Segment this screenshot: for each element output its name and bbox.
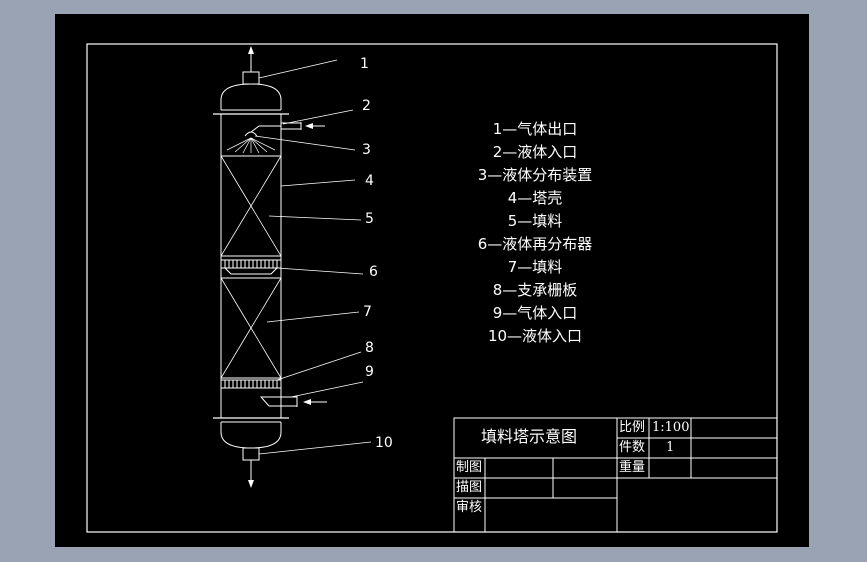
liquid-inlet-arrow <box>305 123 313 129</box>
weight-label: 重量 <box>619 460 646 475</box>
legend-item: 10—液体入口 <box>487 327 583 345</box>
spray-lines <box>226 137 276 154</box>
tower-drawing <box>86 43 778 533</box>
part-number-label: 3 <box>362 142 371 158</box>
packing-bed-lower <box>220 277 282 379</box>
liquid-outlet-nozzle <box>242 447 260 461</box>
legend-item: 1—气体出口 <box>492 120 578 138</box>
quantity-value: 1 <box>666 440 675 455</box>
drawing-title: 填料塔示意图 <box>481 427 578 446</box>
part-number-label: 7 <box>363 304 372 320</box>
top-head <box>220 83 282 110</box>
gas-inlet-arrow <box>303 399 311 405</box>
drawn-by-label: 制图 <box>456 460 483 475</box>
part-number-label: 9 <box>365 364 374 380</box>
part-number-label: 2 <box>362 98 371 114</box>
part-number-label: 6 <box>369 264 378 280</box>
legend-item: 6—液体再分布器 <box>477 235 593 253</box>
legend-item: 8—支承栅板 <box>492 281 578 299</box>
bottom-head <box>220 422 282 449</box>
legend-item: 7—填料 <box>507 258 563 276</box>
part-number-label: 10 <box>375 435 393 451</box>
packing-bed-upper <box>220 155 282 257</box>
checked-by-label: 审核 <box>456 500 483 515</box>
drawing-sheet: 1 2 3 4 5 6 7 8 9 10 1—气体出口 2—液体入口 3—液体分布装置 4—塔壳 5—填料… <box>55 14 809 547</box>
leader-lines <box>254 59 372 455</box>
legend-item: 5—填料 <box>507 212 563 230</box>
gas-inlet-pipe <box>259 396 281 407</box>
inner-border <box>86 43 778 533</box>
legend-item: 2—液体入口 <box>492 143 578 161</box>
legend-item: 9—气体入口 <box>492 304 578 322</box>
legend-item: 4—塔壳 <box>507 189 563 207</box>
legend-item: 3—液体分布装置 <box>477 166 593 184</box>
support-grid <box>221 379 281 389</box>
part-number-label: 5 <box>365 211 374 227</box>
part-number-label: 1 <box>360 56 369 72</box>
liquid-redistributor <box>221 259 281 275</box>
distributor-head <box>244 131 258 137</box>
scale-label: 比例 <box>619 420 646 435</box>
gas-outlet-nozzle <box>242 71 260 85</box>
title-block-grid <box>453 417 778 533</box>
part-number-label: 4 <box>365 173 374 189</box>
traced-by-label: 描图 <box>456 480 483 495</box>
quantity-label: 件数 <box>619 440 646 455</box>
part-number-label: 8 <box>365 340 374 356</box>
scale-value: 1:100 <box>652 420 690 435</box>
liquid-outlet-arrow <box>248 480 254 488</box>
